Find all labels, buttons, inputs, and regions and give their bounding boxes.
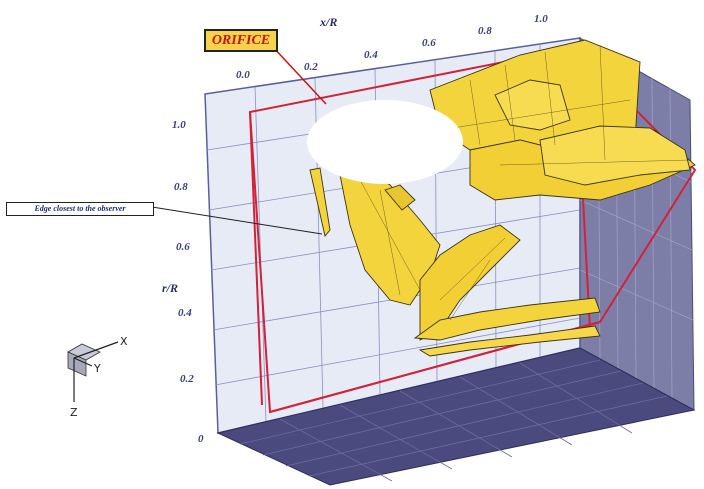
r-tick-0: 0 xyxy=(198,433,204,445)
x-tick-2: 0.4 xyxy=(364,49,378,61)
orifice-opening xyxy=(307,100,463,184)
r-tick-0-4: 0.4 xyxy=(178,307,192,319)
triad-x-label: X xyxy=(120,335,128,348)
r-axis-title: r/R xyxy=(162,281,178,295)
edge-leader xyxy=(151,206,323,235)
x-tick-5: 1.0 xyxy=(534,13,548,25)
r-tick-0-8: 0.8 xyxy=(174,181,188,193)
orifice-leader xyxy=(271,45,327,105)
x-tick-4: 0.8 xyxy=(478,25,492,37)
axis-triad: X Y Z xyxy=(67,335,128,419)
r-tick-0-2: 0.2 xyxy=(180,373,194,385)
r-tick-0-6: 0.6 xyxy=(176,241,190,253)
edge-closest-label: Edge closest to the observer xyxy=(6,202,154,216)
triad-z-label: Z xyxy=(70,406,78,419)
triad-y-label: Y xyxy=(93,362,101,375)
orifice-label: ORIFICE xyxy=(204,29,278,52)
x-tick-0: 0.0 xyxy=(236,69,250,81)
x-tick-1: 0.2 xyxy=(304,61,318,73)
x-tick-3: 0.6 xyxy=(422,37,436,49)
isosurface-mesh xyxy=(359,44,691,321)
x-axis-title: x/R xyxy=(319,15,337,29)
floor-grid xyxy=(239,359,668,482)
r-tick-1-0: 1.0 xyxy=(172,119,186,131)
